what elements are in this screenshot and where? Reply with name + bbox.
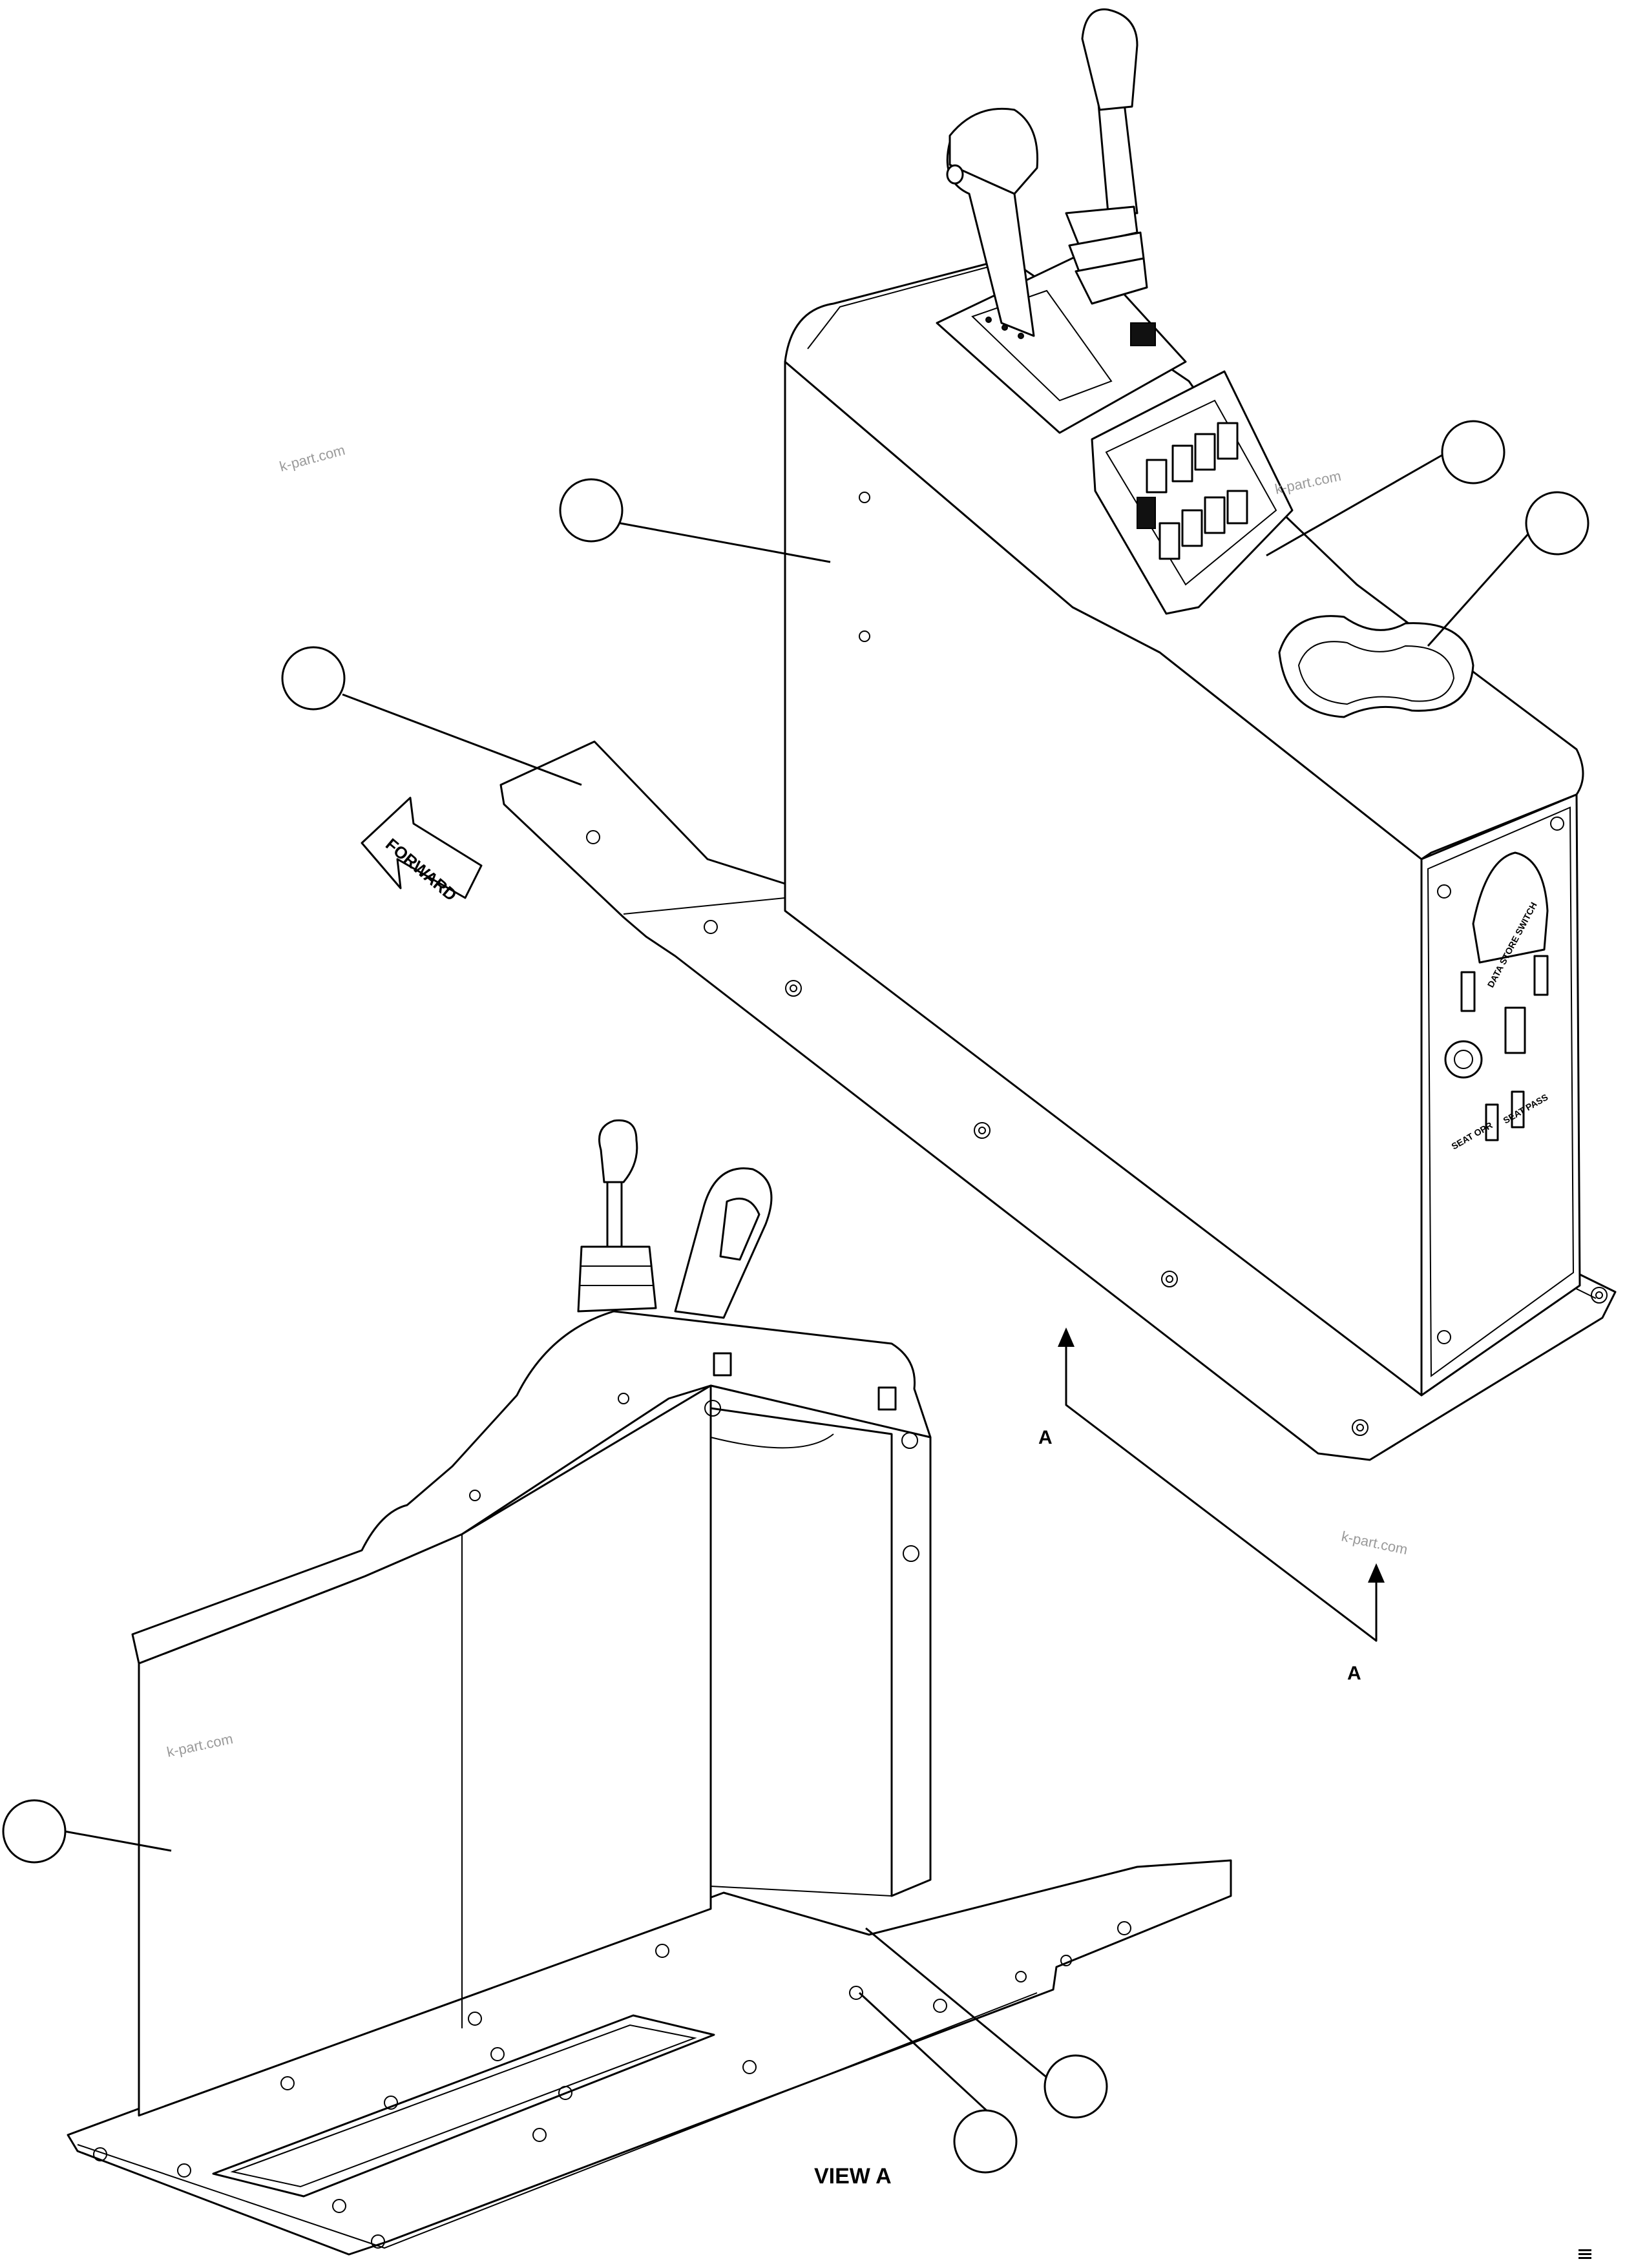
watermark: k-part.com: [1274, 468, 1343, 497]
forward-arrow: FORWARD: [361, 796, 483, 905]
watermark: k-part.com: [278, 442, 347, 475]
callout-bubble: [2, 1799, 67, 1864]
lower-gear-lever: [674, 1167, 773, 1319]
callout-bubble: [1525, 491, 1589, 556]
callout-bubbles: [2, 420, 1589, 2174]
callout-bubble: [559, 478, 624, 543]
section-cut-a: A A: [1038, 1327, 1385, 1684]
gear-shift-lever: [946, 107, 1039, 337]
callout-leaders: [64, 451, 1539, 2114]
joystick-lever: [1065, 8, 1148, 305]
watermark: k-part.com: [1340, 1528, 1409, 1557]
callout-bubble: [1043, 2054, 1108, 2119]
lower-view-a-assembly: [67, 1119, 1232, 2256]
callout-bubble: [1441, 420, 1505, 484]
upper-console-assembly: DATA STORE SWITCH SEAT OPR SEAT PASS: [499, 8, 1617, 1461]
drawing-id-mark: [1578, 2249, 1591, 2259]
lower-joystick: [577, 1119, 657, 1313]
lower-console-shroud: [131, 1310, 932, 1665]
callout-bubble: [281, 646, 346, 711]
section-a-top-label: A: [1038, 1427, 1053, 1448]
callout-bubble: [953, 2109, 1018, 2174]
view-a-label: VIEW A: [814, 2164, 892, 2189]
console-rear-panel: DATA STORE SWITCH SEAT OPR SEAT PASS: [1420, 793, 1581, 1397]
section-a-bottom-label: A: [1347, 1663, 1361, 1684]
plate-slot: [212, 2014, 715, 2198]
cup-holder: [1278, 615, 1474, 718]
switch-panel: [1091, 370, 1294, 615]
